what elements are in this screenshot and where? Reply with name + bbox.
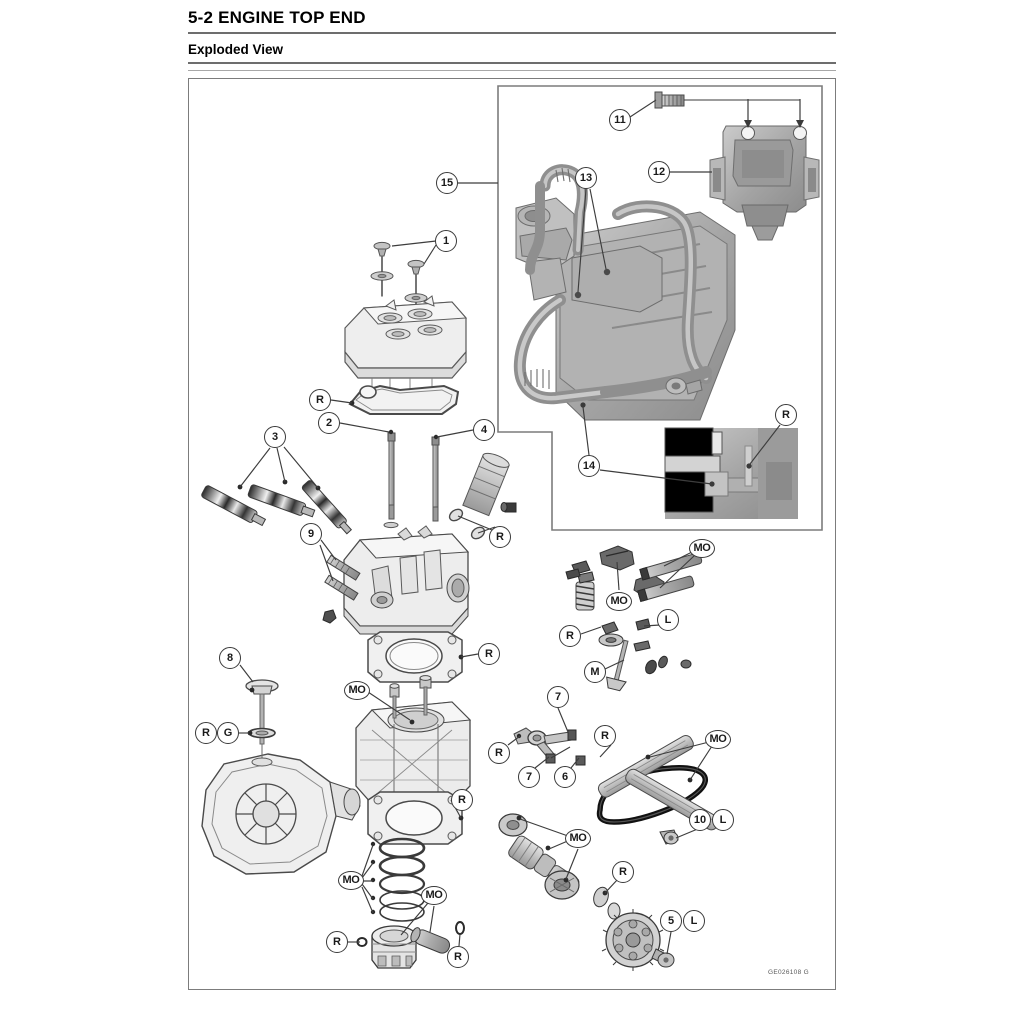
callout-mo-mo5: MO (565, 828, 591, 848)
figure-part-number: GE026108 G (768, 969, 809, 976)
callout-r-r3: R (478, 643, 500, 665)
callout-r-r8: R (488, 742, 510, 764)
callout-8-c8: 8 (219, 647, 241, 669)
callout-11-c11: 11 (609, 109, 631, 131)
callout-r-r12: R (447, 946, 469, 968)
callout-15-c15: 15 (436, 172, 458, 194)
callout-r-r9: R (612, 861, 634, 883)
page-title: 5-2 ENGINE TOP END (188, 8, 366, 27)
art-chain-cover (201, 679, 361, 875)
callout-2-c2: 2 (318, 412, 340, 434)
callout-l-c10L: L (712, 809, 734, 831)
art-seal-detail-photo (664, 427, 798, 519)
art-head-cover (344, 241, 468, 415)
art-spark-plugs (201, 479, 353, 535)
callout-l-rL2: L (657, 609, 679, 631)
callout-6-c6: 6 (554, 766, 576, 788)
callout-7-c7a: 7 (547, 686, 569, 708)
callout-m-rM: M (584, 661, 606, 683)
callout-r-r5: R (195, 722, 217, 744)
callout-g-rG: G (217, 722, 239, 744)
callout-9-c9: 9 (300, 523, 322, 545)
art-head-bolts (383, 429, 440, 529)
callout-mo-mo2: MO (606, 591, 632, 611)
art-camshaft (498, 813, 675, 971)
callout-l-c5L: L (683, 910, 705, 932)
header-rule-mid (188, 62, 836, 64)
callout-r-r7: R (594, 725, 616, 747)
callout-1-c1: 1 (435, 230, 457, 252)
callout-mo-mo7: MO (421, 885, 447, 905)
art-chain-guides-small (513, 727, 586, 766)
callout-r-r11: R (326, 931, 348, 953)
callout-10-c10: 10 (689, 809, 711, 831)
callout-3-c3: 3 (264, 426, 286, 448)
header-rule-bottom (188, 70, 836, 71)
callout-r-r2: R (489, 526, 511, 548)
callout-mo-mo4: MO (705, 729, 731, 749)
callout-7-c7b: 7 (518, 766, 540, 788)
callout-mo-mo6: MO (338, 870, 364, 890)
section-title: Exploded View (188, 42, 284, 57)
art-head-gasket (367, 631, 464, 683)
callout-14-c14: 14 (578, 455, 600, 477)
callout-r-r1: R (309, 389, 331, 411)
callout-4-c4: 4 (473, 419, 495, 441)
callout-r-r4: R (451, 789, 473, 811)
callout-mo-mo3: MO (344, 680, 370, 700)
callout-mo-mo1: MO (689, 538, 715, 558)
art-base-gasket (367, 791, 464, 845)
callout-r-r6: R (559, 625, 581, 647)
callout-r-r10: R (775, 404, 797, 426)
callout-13-c13: 13 (575, 167, 597, 189)
header-rule-top (188, 32, 836, 34)
art-head-assembly-photo (513, 164, 736, 421)
art-piston-rings (356, 837, 465, 969)
callout-5-c5: 5 (660, 910, 682, 932)
callout-12-c12: 12 (648, 161, 670, 183)
art-cylinder-block (355, 675, 472, 805)
art-cylinder-head (322, 525, 470, 635)
